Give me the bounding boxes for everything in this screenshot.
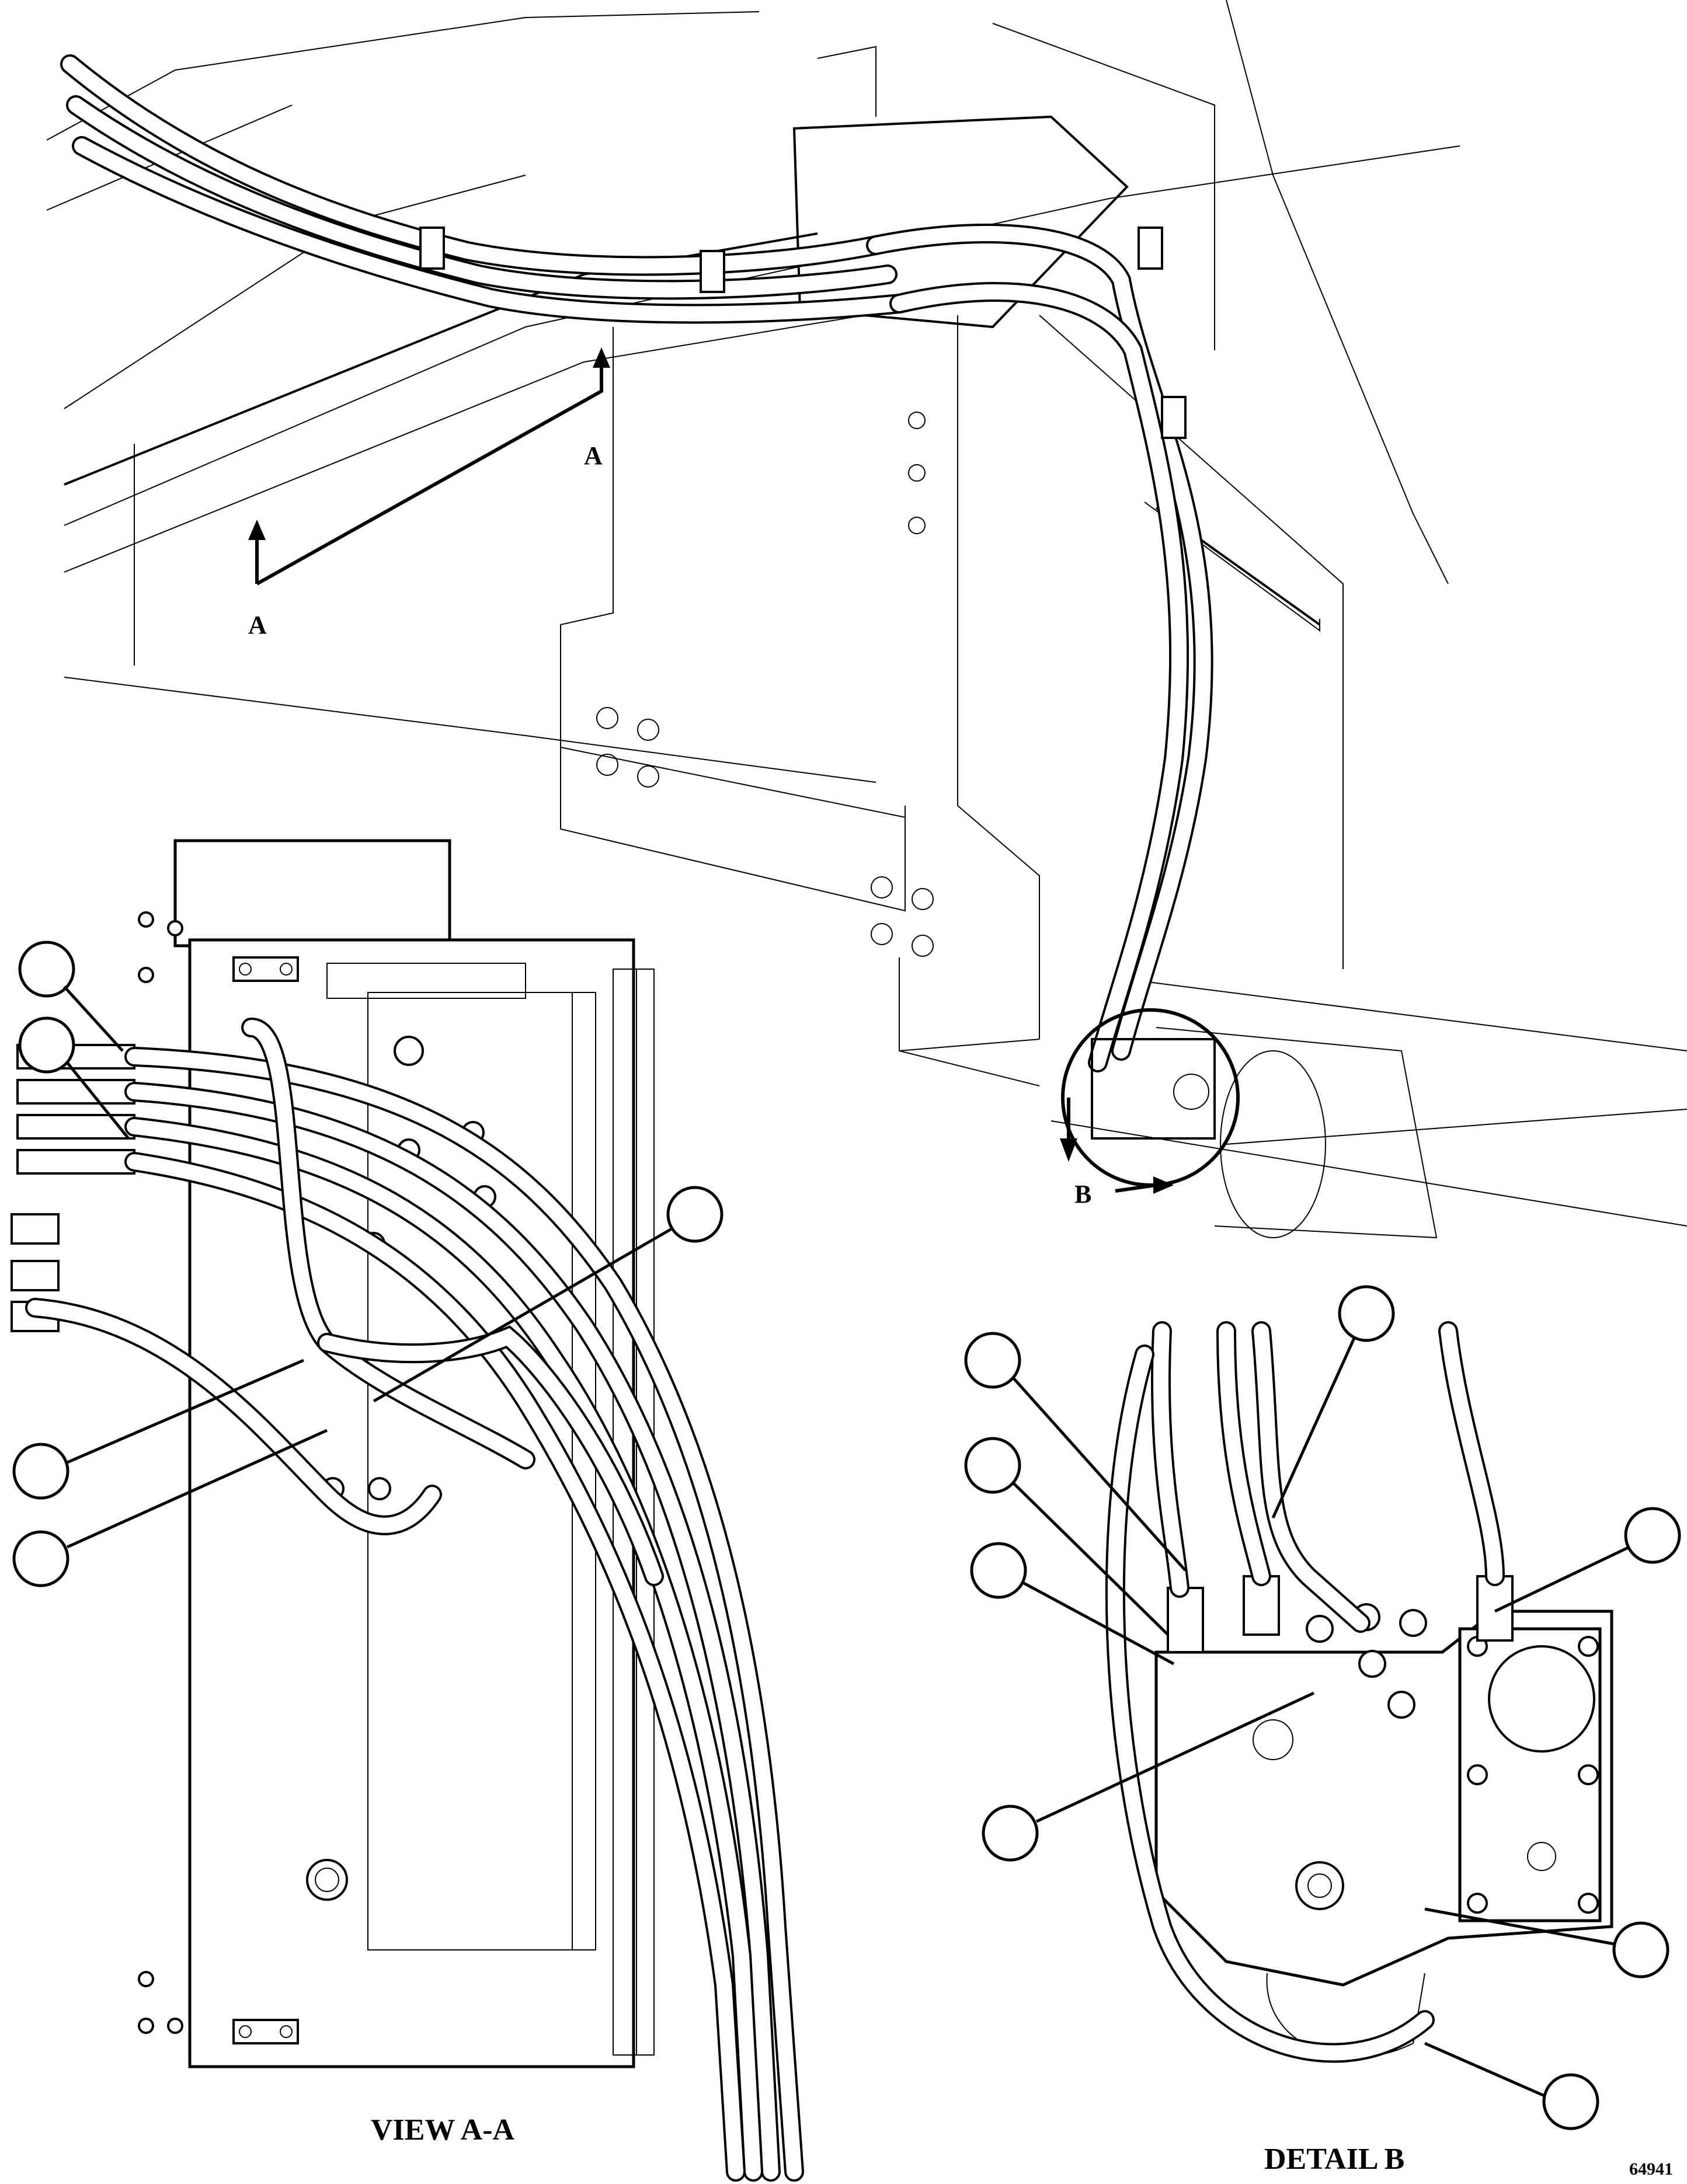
view-a-callouts bbox=[12, 941, 724, 1587]
detail-b-title: DETAIL B bbox=[1264, 2143, 1404, 2176]
isometric-frame-view: B A A bbox=[46, 0, 1687, 1239]
view-a-title: VIEW A-A bbox=[371, 2113, 515, 2147]
callout-circle bbox=[1612, 1921, 1669, 1979]
callout-circle bbox=[12, 1530, 69, 1587]
callout-circle bbox=[964, 1437, 1021, 1494]
callout-circle bbox=[1542, 2073, 1599, 2130]
callout-circle bbox=[964, 1332, 1021, 1389]
callout-circle bbox=[982, 1805, 1039, 1862]
detail-circle-label: B bbox=[1074, 1180, 1091, 1208]
callout-circle bbox=[1338, 1285, 1395, 1342]
detail-b-callouts bbox=[964, 1285, 1681, 2130]
callout-circle bbox=[18, 941, 75, 998]
section-arrow-label-left: A bbox=[248, 611, 267, 639]
detail-b-circle bbox=[1061, 1008, 1240, 1187]
detail-b: DETAIL B bbox=[964, 1285, 1681, 2176]
callout-circle bbox=[666, 1186, 724, 1243]
fitting-row bbox=[11, 1044, 135, 1332]
view-a-a: VIEW A-A bbox=[11, 839, 804, 2182]
figure-number: 64941 bbox=[1629, 2159, 1673, 2179]
connector-icon bbox=[306, 1859, 348, 1901]
section-arrow-label-top: A bbox=[584, 441, 603, 470]
callout-circle bbox=[1624, 1507, 1681, 1564]
callout-circle bbox=[12, 1443, 69, 1500]
callout-circle bbox=[970, 1542, 1027, 1599]
callout-circle bbox=[18, 1016, 75, 1074]
